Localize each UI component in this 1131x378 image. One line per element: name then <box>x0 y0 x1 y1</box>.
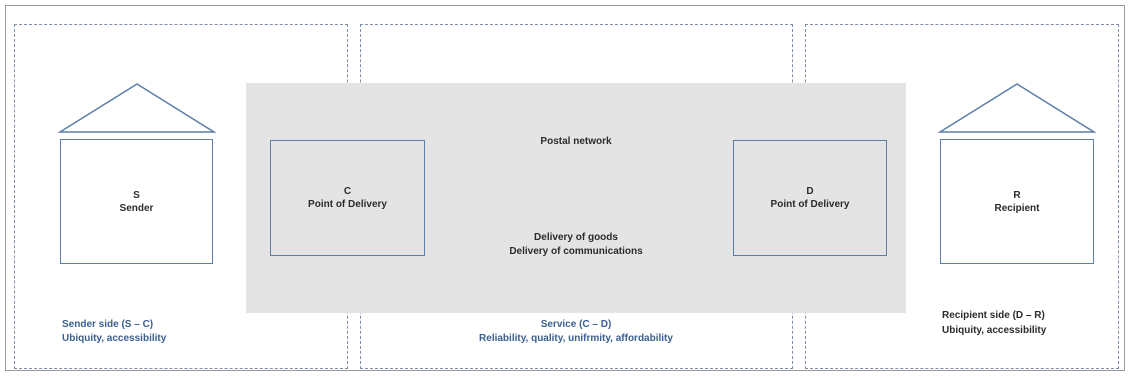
sender-roof <box>57 83 217 133</box>
sender-side-title: Sender side (S – C) <box>62 319 154 330</box>
delivery-goods-label: Delivery of goods <box>534 232 618 243</box>
sender-letter: S <box>133 189 140 201</box>
delivery-communications-label: Delivery of communications <box>509 246 643 257</box>
postal-network-title: Postal network <box>540 136 612 147</box>
recipient-label: Recipient <box>994 202 1040 214</box>
diagram-frame <box>5 5 1125 371</box>
point-d-box: D Point of Delivery <box>733 140 887 256</box>
sender-label: Sender <box>119 202 154 214</box>
sender-box: S Sender <box>60 139 213 264</box>
recipient-side-subtitle: Ubiquity, accessibility <box>942 325 1047 336</box>
recipient-side-title: Recipient side (D – R) <box>942 310 1045 321</box>
service-subtitle: Reliability, quality, unifrmity, afforda… <box>479 333 673 344</box>
sender-side-subtitle: Ubiquity, accessibility <box>62 333 167 344</box>
point-c-label: Point of Delivery <box>308 199 387 210</box>
service-title: Service (C – D) <box>540 319 612 330</box>
recipient-roof <box>937 83 1097 133</box>
point-c-box: C Point of Delivery <box>270 140 425 256</box>
recipient-box: R Recipient <box>940 139 1094 264</box>
point-d-label: Point of Delivery <box>770 199 850 210</box>
point-c-letter: C <box>343 186 352 197</box>
point-d-letter: D <box>806 186 814 197</box>
recipient-letter: R <box>1013 189 1021 201</box>
